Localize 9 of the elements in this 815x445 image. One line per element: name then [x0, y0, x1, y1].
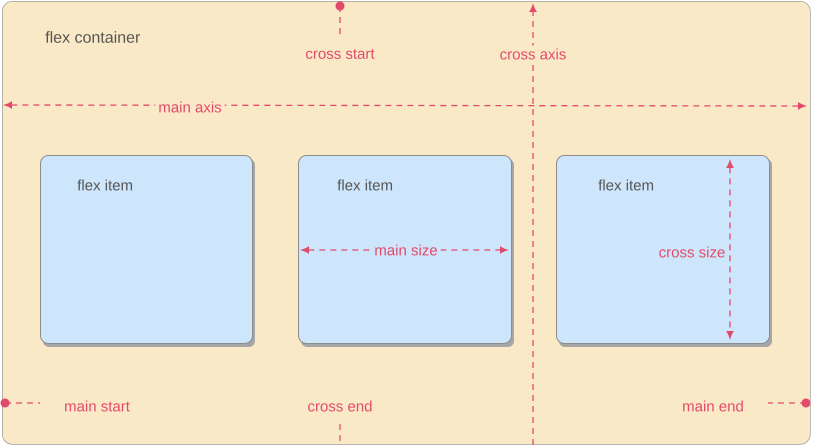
flex-item-box: flex item: [40, 155, 255, 347]
axis-label: main start: [61, 397, 133, 414]
axis-label: cross size: [656, 244, 728, 260]
axis-label: main size: [371, 242, 441, 258]
axis-label: cross axis: [496, 46, 570, 62]
axis-label: cross start: [302, 46, 378, 62]
axis-label: cross end: [304, 397, 376, 414]
axis-label: main end: [679, 397, 747, 414]
axis-label: main axis: [155, 98, 225, 116]
